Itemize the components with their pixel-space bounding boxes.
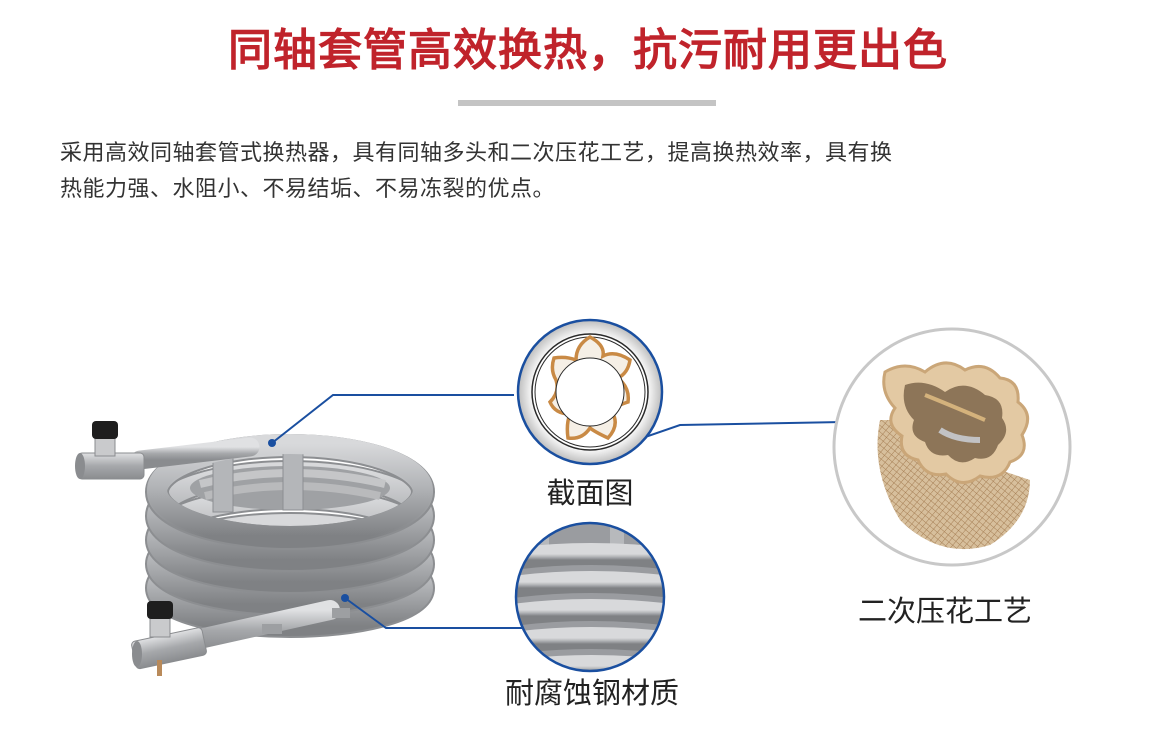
embossing-process-label: 二次压花工艺 [857, 594, 1033, 628]
description-paragraph: 采用高效同轴套管式换热器，具有同轴多头和二次压花工艺，提高换热效率，具有换 热能… [60, 136, 1120, 208]
description-line-2: 热能力强、水阻小、不易结垢、不易冻裂的优点。 [60, 177, 556, 202]
page-title: 同轴套管高效换热，抗污耐用更出色 [228, 25, 948, 76]
cross-section-label: 截面图 [546, 476, 634, 510]
cross-section-icon [516, 318, 664, 466]
description-line-1: 采用高效同轴套管式换热器，具有同轴多头和二次压花工艺，提高换热效率，具有换 [60, 141, 893, 166]
steel-material-label: 耐腐蚀钢材质 [504, 676, 680, 710]
heat-exchanger-coil-icon [75, 421, 435, 676]
steel-coil-detail-icon [514, 521, 666, 673]
title-divider [458, 100, 716, 106]
embossed-tube-icon [832, 327, 1072, 567]
